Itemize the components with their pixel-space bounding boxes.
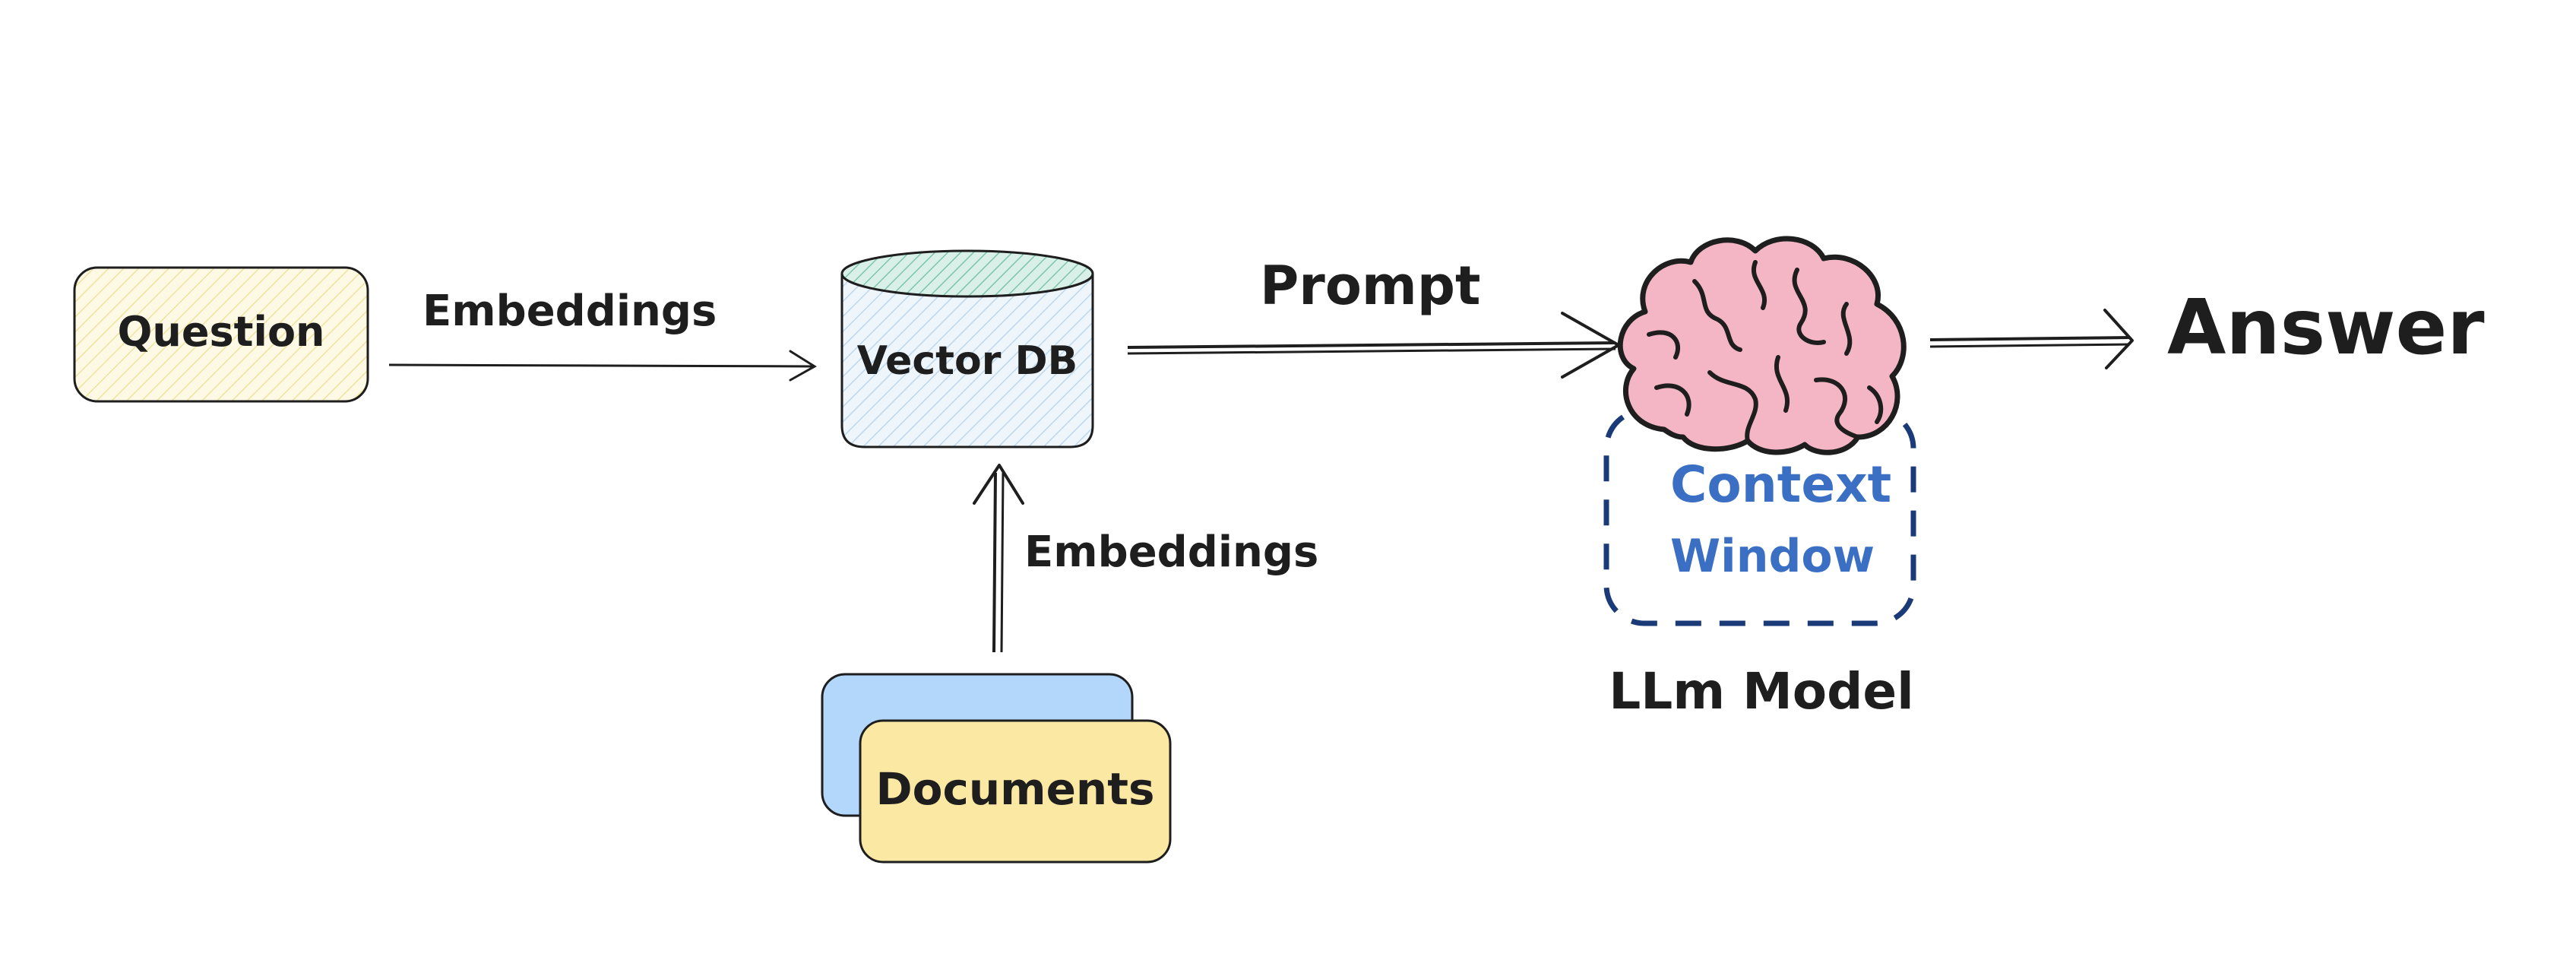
question-to-db-arrow (388, 350, 817, 382)
vector-db-node: Vector DB (840, 249, 1094, 448)
question-node: Question (73, 266, 369, 403)
llm-model-label: LLm Model (1609, 662, 1914, 721)
context-window-box: Context Window (1603, 407, 1916, 626)
context-window-line1: Context (1670, 455, 1891, 514)
context-window-line2: Window (1670, 530, 1875, 583)
documents-label: Documents (876, 763, 1155, 815)
documents-embeddings-label: Embeddings (1024, 528, 1318, 577)
brain-icon (1617, 236, 1907, 455)
question-label: Question (118, 308, 325, 356)
answer-label: Answer (2167, 283, 2485, 372)
llm-to-answer-arrow (1929, 309, 2134, 369)
documents-to-db-arrow (973, 464, 1024, 653)
prompt-arrow (1127, 312, 1620, 379)
question-embeddings-label: Embeddings (422, 287, 717, 336)
prompt-label: Prompt (1260, 255, 1480, 317)
vector-db-label: Vector DB (857, 338, 1078, 384)
documents-node: Documents (821, 673, 1172, 864)
